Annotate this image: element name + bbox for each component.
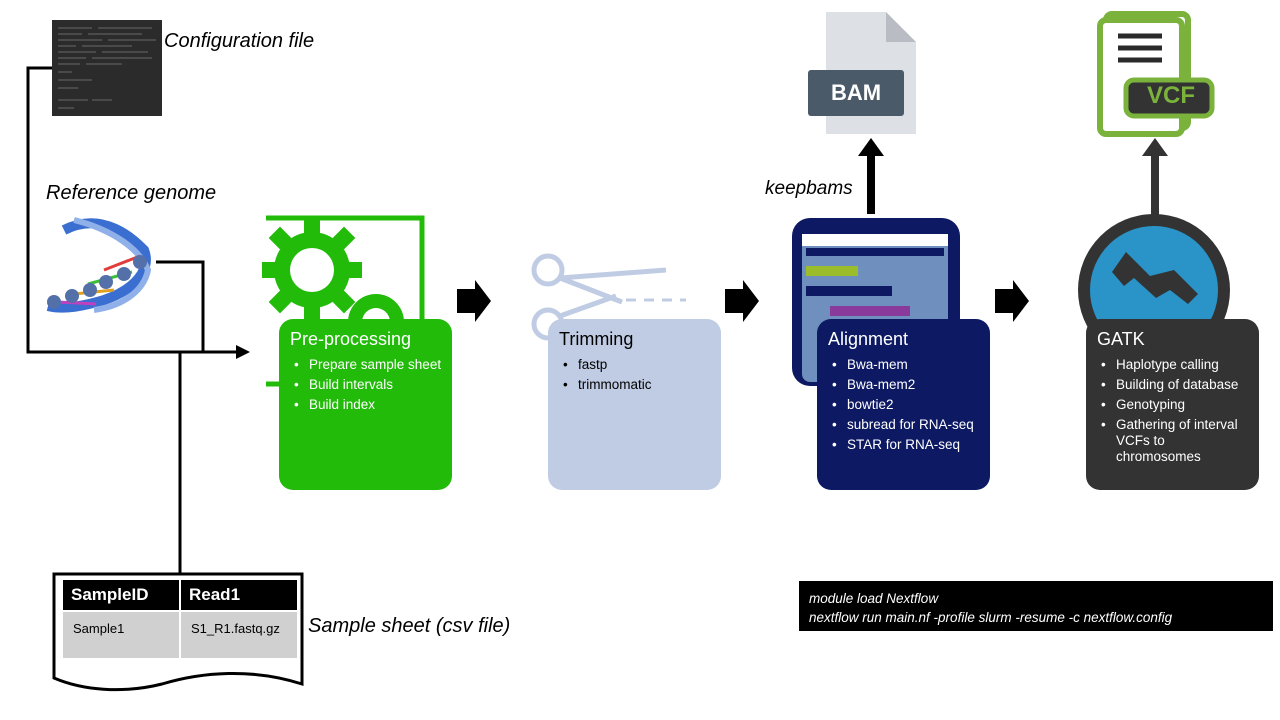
- flow-arrow-icon: [725, 280, 759, 322]
- up-arrow-icon: [858, 138, 884, 214]
- preprocessing-title: Pre-processing: [290, 329, 412, 349]
- list-item: fastp: [563, 357, 711, 373]
- keepbams-label: keepbams: [765, 178, 853, 199]
- table-header-row: SampleID Read1: [63, 580, 297, 610]
- table-row: Sample1 S1_R1.fastq.gz: [63, 612, 297, 658]
- command-line: nextflow run main.nf -profile slurm -res…: [809, 610, 1173, 625]
- bam-label: BAM: [830, 80, 882, 105]
- list-item: Bwa-mem2: [832, 377, 980, 393]
- list-item: subread for RNA-seq: [832, 417, 980, 433]
- alignment-title: Alignment: [828, 329, 909, 349]
- config-file-label: Configuration file: [164, 30, 315, 52]
- trimming-title: Trimming: [559, 329, 634, 349]
- alignment-list: Bwa-mem Bwa-mem2 bowtie2 subread for RNA…: [828, 357, 980, 453]
- list-item: bowtie2: [832, 397, 980, 413]
- list-item: trimmomatic: [563, 377, 711, 393]
- list-item: Building of database: [1101, 377, 1249, 393]
- list-item: Bwa-mem: [832, 357, 980, 373]
- flow-arrow-icon: [995, 280, 1029, 322]
- up-arrow-icon: [1142, 138, 1168, 216]
- sample-sheet-table: SampleID Read1 Sample1 S1_R1.fastq.gz: [61, 578, 299, 660]
- table-header: SampleID: [63, 580, 179, 610]
- trimming-list: fastp trimmomatic: [559, 357, 711, 393]
- bam-file-icon: [808, 12, 916, 134]
- gatk-title: GATK: [1097, 329, 1145, 349]
- gatk-box: GATK Haplotype calling Building of datab…: [1086, 319, 1259, 490]
- sample-sheet-label: Sample sheet (csv file): [308, 615, 511, 637]
- command-line: module load Nextflow: [809, 591, 939, 606]
- list-item: Haplotype calling: [1101, 357, 1249, 373]
- command-box: module load Nextflow nextflow run main.n…: [799, 581, 1273, 631]
- list-item: Gathering of interval VCFs to chromosome…: [1101, 417, 1249, 465]
- list-item: Build intervals: [294, 377, 442, 393]
- vcf-label: VCF: [1147, 82, 1195, 109]
- gatk-list: Haplotype calling Building of database G…: [1097, 357, 1249, 465]
- preprocessing-list: Prepare sample sheet Build intervals Bui…: [290, 357, 442, 413]
- table-cell: S1_R1.fastq.gz: [181, 612, 297, 658]
- table-cell: Sample1: [63, 612, 179, 658]
- reference-genome-label: Reference genome: [46, 182, 217, 204]
- config-file-thumbnail: [52, 20, 162, 116]
- alignment-box: Alignment Bwa-mem Bwa-mem2 bowtie2 subre…: [817, 319, 990, 490]
- dna-helix-icon: [44, 210, 156, 318]
- trimming-box: Trimming fastp trimmomatic: [548, 319, 721, 490]
- list-item: Genotyping: [1101, 397, 1249, 413]
- preprocessing-box: Pre-processing Prepare sample sheet Buil…: [279, 319, 452, 490]
- code-lines-icon: [58, 27, 156, 109]
- list-item: STAR for RNA-seq: [832, 437, 980, 453]
- list-item: Prepare sample sheet: [294, 357, 442, 373]
- vcf-file-icon: [1097, 11, 1215, 137]
- list-item: Build index: [294, 397, 442, 413]
- flow-arrow-icon: [457, 280, 491, 322]
- table-header: Read1: [181, 580, 297, 610]
